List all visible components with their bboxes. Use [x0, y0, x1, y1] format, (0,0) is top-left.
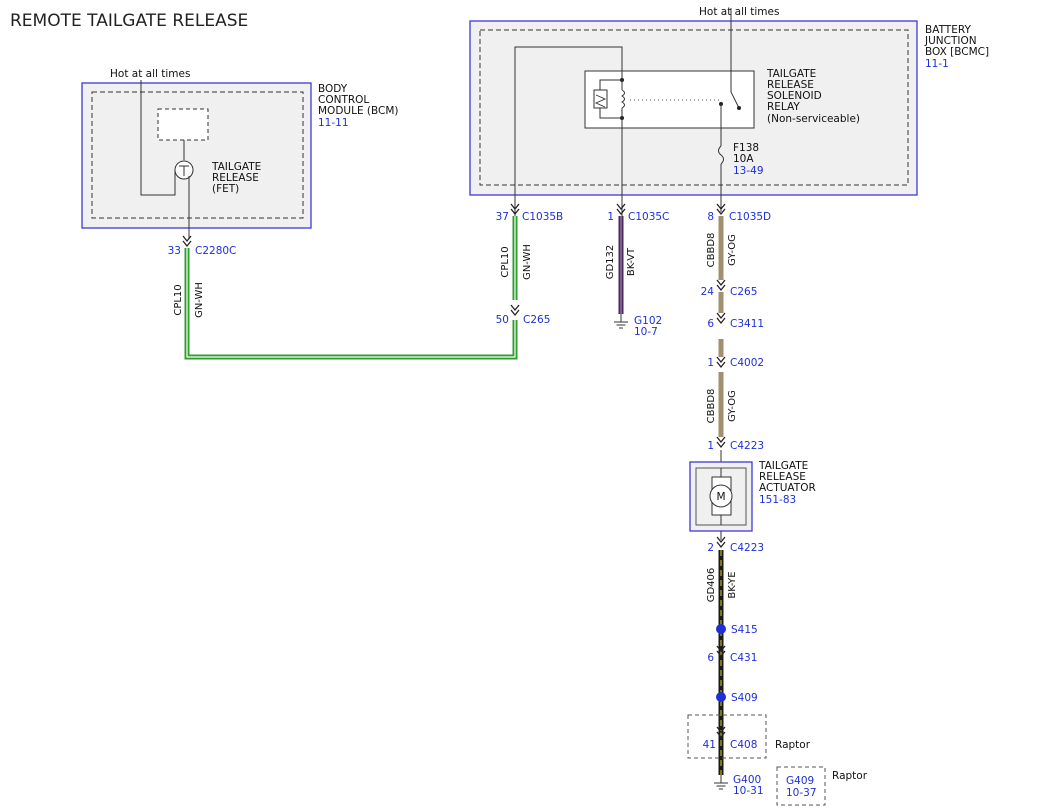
bjb-name-line-2: JUNCTION: [924, 35, 977, 47]
c265-right-pin: 24: [701, 286, 715, 298]
c4223-bottom-pin: 2: [707, 542, 714, 554]
c431-pin: 6: [707, 652, 714, 664]
bjb-power-label: Hot at all times: [699, 6, 779, 18]
c265-right-name[interactable]: C265: [730, 286, 757, 298]
splice-s415-label[interactable]: S415: [731, 624, 758, 636]
c4223-top-name[interactable]: C4223: [730, 440, 764, 452]
actuator-label-line-3: ACTUATOR: [759, 482, 816, 494]
relay-coil-icon: [621, 89, 625, 109]
c431-name[interactable]: C431: [730, 652, 757, 664]
fet-label-line-3: (FET): [212, 183, 239, 195]
c3411-pin: 6: [707, 318, 714, 330]
cbbd8-mid-color: GY-OG: [727, 390, 738, 422]
bcm-name-line-2: CONTROL: [318, 94, 369, 106]
cpl10-left-color: GN-WH: [194, 282, 205, 318]
bcm-power-label: Hot at all times: [110, 68, 190, 80]
c4223-bottom-name[interactable]: C4223: [730, 542, 764, 554]
c408-pin: 41: [703, 739, 716, 751]
fet-icon: [174, 160, 194, 180]
fet-label-line-1: TAILGATE: [211, 161, 261, 173]
relay-label-line-4: RELAY: [767, 101, 800, 113]
diagram-title: REMOTE TAILGATE RELEASE: [10, 11, 248, 31]
g409-name[interactable]: G409: [786, 775, 814, 787]
fuse-page-ref[interactable]: 13-49: [733, 165, 764, 177]
c1035d-pin: 8: [707, 211, 714, 223]
relay-label-line-3: SOLENOID: [767, 90, 822, 102]
diode-icon: [593, 89, 608, 109]
bjb-name-line-3: BOX [BCMC]: [925, 46, 989, 58]
c408-name[interactable]: C408: [730, 739, 757, 751]
bcm-page-ref[interactable]: 11-11: [318, 117, 349, 129]
c4223-top-pin: 1: [707, 440, 714, 452]
splice-s409-label[interactable]: S409: [731, 692, 758, 704]
c265-left-name[interactable]: C265: [523, 314, 550, 326]
c2280c-pin: 33: [168, 245, 181, 257]
g409-option-label: Raptor: [832, 770, 868, 782]
c1035c-name[interactable]: C1035C: [628, 211, 669, 223]
g409-option-box: [776, 766, 826, 806]
bcm-name-line-3: MODULE (BCM): [318, 105, 399, 117]
relay-label-line-5: (Non-serviceable): [767, 113, 860, 125]
c1035b-pin: 37: [496, 211, 509, 223]
cpl10-left-circuit: CPL10: [173, 284, 184, 315]
bjb-page-ref[interactable]: 11-1: [925, 58, 949, 70]
motor-icon: M: [716, 491, 725, 503]
c4002-pin: 1: [707, 357, 714, 369]
gd406-color: BK-YE: [727, 571, 738, 598]
c2280c-name[interactable]: C2280C: [195, 245, 236, 257]
cpl10-mid-circuit: CPL10: [500, 246, 511, 277]
fuse-label-line-1: F138: [733, 142, 759, 154]
c408-option-box: [687, 714, 767, 759]
g400-ref[interactable]: 10-31: [733, 785, 764, 797]
cpl10-mid-color: GN-WH: [522, 244, 533, 280]
splice-s409: [716, 692, 726, 702]
actuator-label-line-1: TAILGATE: [758, 460, 808, 472]
splice-s415: [716, 624, 726, 634]
battery-junction-box: [469, 8, 918, 238]
c4002-name[interactable]: C4002: [730, 357, 764, 369]
cbbd8-mid-circuit: CBBD8: [706, 389, 717, 424]
c1035d-name[interactable]: C1035D: [729, 211, 771, 223]
c408-option-label: Raptor: [775, 739, 811, 751]
g409-ref[interactable]: 10-37: [786, 787, 817, 799]
c265-left-pin: 50: [496, 314, 509, 326]
gd406-circuit: GD406: [706, 568, 717, 603]
relay-label-line-2: RELEASE: [767, 79, 814, 91]
actuator-page-ref[interactable]: 151-83: [759, 494, 796, 506]
g102-name[interactable]: G102: [634, 315, 662, 327]
tailgate-release-actuator: [689, 461, 753, 532]
gd132-circuit: GD132: [605, 245, 616, 280]
cbbd8-top-color: GY-OG: [727, 234, 738, 266]
bcm-name-line-1: BODY: [318, 83, 348, 95]
fuse-icon: [718, 145, 724, 165]
relay-label-line-1: TAILGATE: [766, 68, 816, 80]
body-control-module: [81, 80, 312, 238]
wire-cpl10: [184, 216, 518, 360]
c1035b-name[interactable]: C1035B: [522, 211, 563, 223]
c3411-name[interactable]: C3411: [730, 318, 764, 330]
ground-g400-icon: [714, 782, 728, 790]
c1035c-pin: 1: [607, 211, 614, 223]
g400-name[interactable]: G400: [733, 774, 761, 786]
fuse-label-line-2: 10A: [733, 153, 754, 165]
ground-g102-icon: [614, 321, 628, 329]
connector-arrows: [182, 203, 726, 739]
bjb-name-line-1: BATTERY: [925, 24, 971, 36]
cbbd8-top-circuit: CBBD8: [706, 233, 717, 268]
fet-label-line-2: RELEASE: [212, 172, 259, 184]
g102-ref[interactable]: 10-7: [634, 326, 658, 338]
gd132-color: BK-VT: [626, 247, 637, 276]
actuator-label-line-2: RELEASE: [759, 471, 806, 483]
